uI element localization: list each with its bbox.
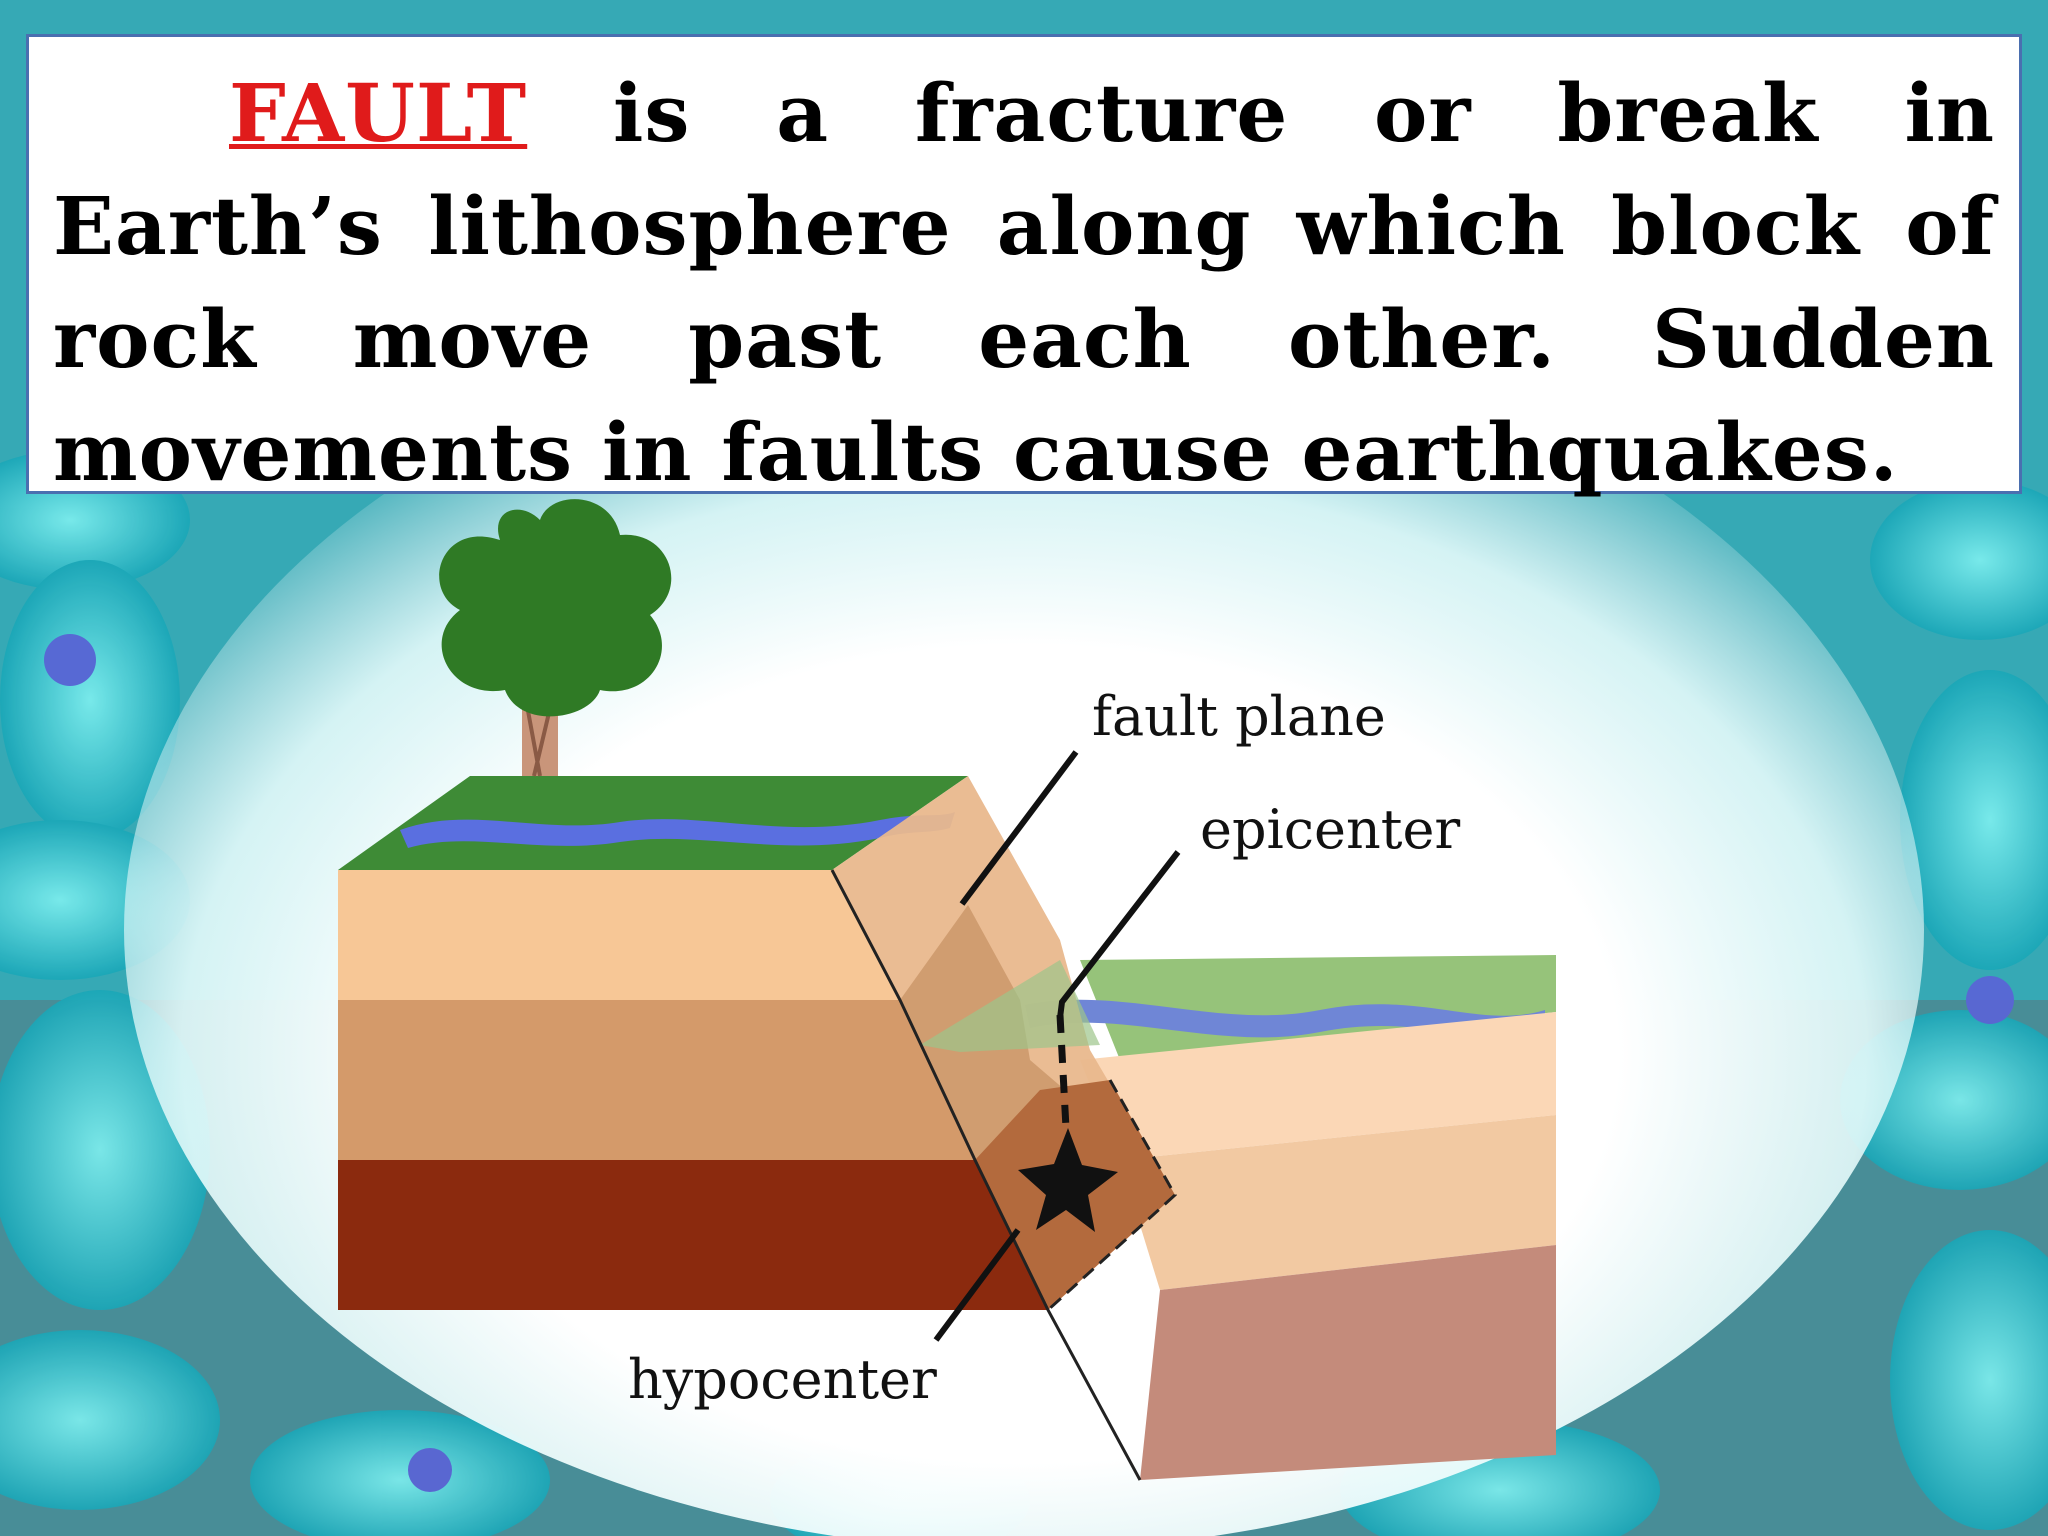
epicenter-dashed-line [1056, 1014, 1070, 1129]
tree-icon [439, 499, 672, 777]
fault-plane-line [830, 869, 1142, 1481]
left-layer-3 [338, 1160, 1048, 1310]
right-layer-3 [1140, 1245, 1556, 1480]
hypocenter-leader [933, 1228, 1021, 1342]
left-layer-2 [338, 1000, 975, 1160]
displaced-surface [920, 960, 1100, 1052]
right-block-top-surface [1080, 955, 1556, 1060]
right-block-river [1025, 999, 1545, 1038]
label-fault-plane: fault plane [1092, 685, 1386, 748]
label-hypocenter: hypocenter [628, 1348, 937, 1411]
epicenter-leader [1057, 850, 1181, 1019]
left-block-river [400, 812, 955, 848]
left-layer-1 [338, 870, 900, 1000]
definition-box: FAULT is a fracture or break in Earth’s … [26, 34, 2022, 499]
definition-text: FAULT is a fracture or break in Earth’s … [53, 57, 1995, 509]
hypocenter-star-icon [1018, 1128, 1118, 1232]
label-epicenter: epicenter [1200, 798, 1460, 861]
definition-body: is a fracture or break in Earth’s lithos… [53, 66, 1995, 499]
fault-plane-leader [959, 750, 1079, 906]
term-fault: FAULT [229, 66, 528, 160]
focal-outline [1046, 1079, 1177, 1312]
right-block [1025, 955, 1556, 1480]
right-layer-2 [1120, 1115, 1556, 1290]
right-layer-1 [1080, 1012, 1556, 1160]
